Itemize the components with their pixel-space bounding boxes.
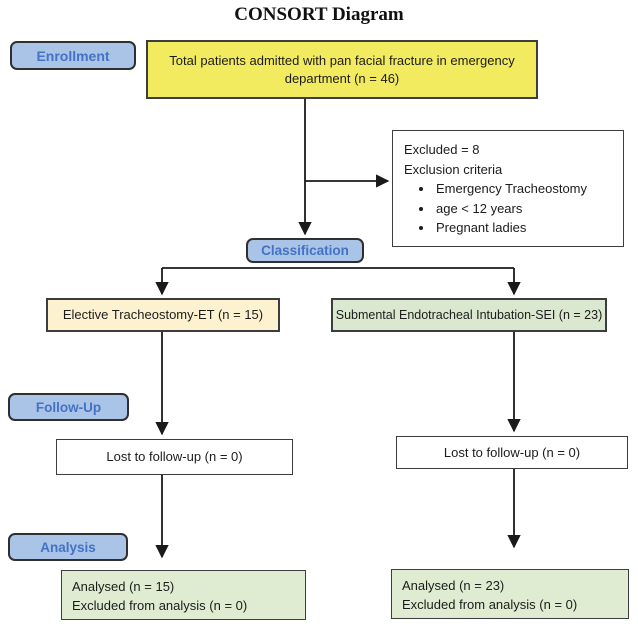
diagram-title: CONSORT Diagram [234,4,404,25]
exclusion-criteria-heading: Exclusion criteria [404,161,503,177]
excluded-box: Excluded = 8 Exclusion criteria Emergenc… [392,130,624,247]
analysed-left-box: Analysed (n = 15) Excluded from analysis… [61,570,306,620]
lost-to-followup-left-box: Lost to follow-up (n = 0) [56,439,293,475]
analysed-left-line1: Analysed (n = 15) [72,579,175,594]
submental-intubation-text: Submental Endotracheal Intubation-SEI (n… [335,307,603,322]
exclusion-criteria-item: Emergency Tracheostomy [434,179,613,199]
stage-tag-classification-label: Classification [261,243,349,258]
elective-tracheostomy-text: Elective Tracheostomy-ET (n = 15) [62,307,264,323]
elective-tracheostomy-box: Elective Tracheostomy-ET (n = 15) [46,298,280,332]
analysed-right-line1: Analysed (n = 23) [402,578,505,593]
stage-tag-enrollment: Enrollment [10,41,136,70]
stage-tag-analysis-label: Analysis [40,539,96,555]
stage-tag-classification: Classification [246,238,364,263]
excluded-count: Excluded = 8 [404,142,480,157]
analysed-right-box: Analysed (n = 23) Excluded from analysis… [391,569,629,619]
analysed-left-line2: Excluded from analysis (n = 0) [72,597,248,613]
total-patients-box: Total patients admitted with pan facial … [146,40,538,99]
stage-tag-followup: Follow-Up [8,393,129,421]
lost-to-followup-right-box: Lost to follow-up (n = 0) [396,436,628,469]
exclusion-criteria-list: Emergency Tracheostomy age < 12 years Pr… [404,179,613,238]
lost-to-followup-left-text: Lost to follow-up (n = 0) [106,449,243,465]
exclusion-criteria-item: Pregnant ladies [434,218,613,238]
exclusion-criteria-item: age < 12 years [434,199,613,219]
stage-tag-analysis: Analysis [8,533,128,561]
stage-tag-enrollment-label: Enrollment [36,47,110,64]
submental-intubation-box: Submental Endotracheal Intubation-SEI (n… [331,298,607,332]
analysed-right-line2: Excluded from analysis (n = 0) [402,596,578,612]
total-patients-text: Total patients admitted with pan facial … [169,52,515,86]
lost-to-followup-right-text: Lost to follow-up (n = 0) [443,444,581,460]
stage-tag-followup-label: Follow-Up [35,399,102,415]
